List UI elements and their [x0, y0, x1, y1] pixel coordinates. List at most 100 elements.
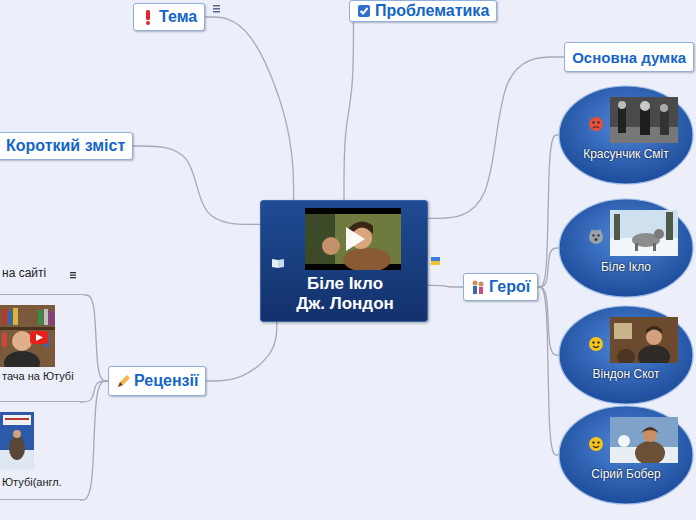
topic-icon [116, 373, 130, 389]
topic-box: Основна думка [564, 42, 694, 72]
hero-name: Віндон Скот [593, 367, 660, 381]
picture-part [49, 311, 54, 325]
hero-ellipse-outline [559, 86, 693, 184]
hero-ellipse: Біле Ікло [558, 198, 694, 298]
hero-emoji-part [593, 446, 599, 448]
hero-emoji-part [589, 337, 603, 351]
hero-ellipse-outline [559, 306, 693, 404]
branch-connector [84, 295, 108, 381]
subtopic-label: Ютубі(англ. [2, 476, 62, 488]
picture-part [641, 427, 659, 433]
topic-icon-part [473, 286, 477, 294]
central-topic: Біле Ікло Дж. Лондон [260, 200, 428, 322]
topic-icon [357, 3, 371, 19]
branch-connector [205, 17, 293, 200]
hero-emoji-part [589, 230, 603, 244]
note-icon-line [70, 272, 76, 273]
branch-connector [538, 135, 558, 287]
topic-label: Короткий зміст [6, 137, 125, 155]
branch-connector [206, 322, 276, 381]
picture-part [635, 441, 665, 463]
branch-connector [344, 22, 353, 200]
topic-icon-part [118, 375, 130, 387]
note-icon-line [213, 11, 220, 13]
picture-part [0, 327, 55, 330]
hero-emoji-part [592, 121, 594, 123]
subtopic-label: на сайті [2, 266, 46, 280]
hero-emoji-part [597, 121, 599, 123]
picture-part [30, 331, 48, 344]
book-icon-part [278, 259, 284, 268]
branch-connector [538, 287, 558, 455]
topic-label: Проблематика [375, 2, 489, 20]
picture-part [635, 243, 638, 251]
picture-thumbnail [610, 317, 678, 363]
subtopic-item: тача на Ютубі [0, 300, 80, 402]
picture-thumbnail [0, 305, 55, 367]
picture-part [640, 101, 650, 111]
picture-part [618, 101, 626, 109]
picture-part [618, 107, 626, 133]
picture-part [614, 214, 620, 240]
subtopic-item: на сайті [0, 262, 84, 295]
hero-emoji-part [598, 229, 602, 233]
flag-icon-part [431, 261, 440, 265]
hero-emoji [588, 336, 604, 352]
hero-emoji-part [597, 234, 599, 236]
hero-name: Сірий Бобер [591, 467, 660, 481]
topic-box: Рецензії [108, 366, 206, 396]
hero-emoji-part [592, 441, 594, 443]
picture-part [322, 237, 340, 255]
note-icon-line [70, 277, 76, 278]
hero-name: Біле Ікло [601, 260, 651, 274]
picture-part [610, 210, 678, 256]
picture-part [12, 331, 32, 351]
picture-part [36, 334, 43, 341]
hero-ellipse: Сірий Бобер [558, 405, 694, 505]
hero-ellipse-outline [559, 406, 693, 504]
topic-icon-part [361, 8, 368, 14]
hero-emoji-part [595, 238, 598, 241]
picture-part [346, 227, 365, 251]
picture-thumbnail [610, 210, 678, 256]
hero-name: Красунчик Сміт [583, 147, 669, 161]
picture-part [8, 311, 12, 325]
picture-part [38, 310, 43, 325]
topic-icon [471, 279, 485, 295]
picture-part [13, 430, 21, 438]
picture-part [646, 326, 662, 334]
central-topic-label: Біле Ікло Дж. Лондон [296, 274, 394, 313]
note-icon [70, 272, 76, 278]
book-icon-part [272, 259, 278, 268]
picture-part [0, 412, 34, 470]
subtopic-item: Ютубі(англ. [0, 410, 80, 500]
note-icon-line [70, 275, 76, 276]
picture-part [2, 309, 7, 325]
hero-ellipse-outline [559, 199, 693, 297]
note-icon-line [213, 8, 220, 10]
hero-emoji-part [593, 127, 599, 128]
picture-thumbnail [305, 208, 401, 270]
hero-emoji-part [593, 346, 599, 348]
picture-part [9, 436, 25, 460]
topic-label: Герої [489, 278, 530, 296]
hero-emoji-part [589, 117, 603, 131]
hero-emoji-part [597, 341, 599, 343]
picture-part [610, 97, 678, 143]
topic-box: Короткий зміст [0, 132, 133, 160]
hero-ellipse: Віндон Скот [558, 305, 694, 405]
topic-box: Проблематика [349, 0, 497, 22]
topic-icon-part [358, 5, 370, 17]
picture-part [44, 309, 48, 325]
picture-part [13, 308, 18, 325]
branch-connector [80, 381, 108, 500]
branch-connector [428, 57, 564, 218]
hero-emoji-part [589, 437, 603, 451]
book-icon [271, 257, 285, 269]
note-icon [213, 5, 220, 13]
topic-icon-part [118, 382, 123, 387]
hero-emoji [588, 116, 604, 132]
picture-part [617, 349, 635, 363]
topic-icon-part [479, 287, 483, 294]
